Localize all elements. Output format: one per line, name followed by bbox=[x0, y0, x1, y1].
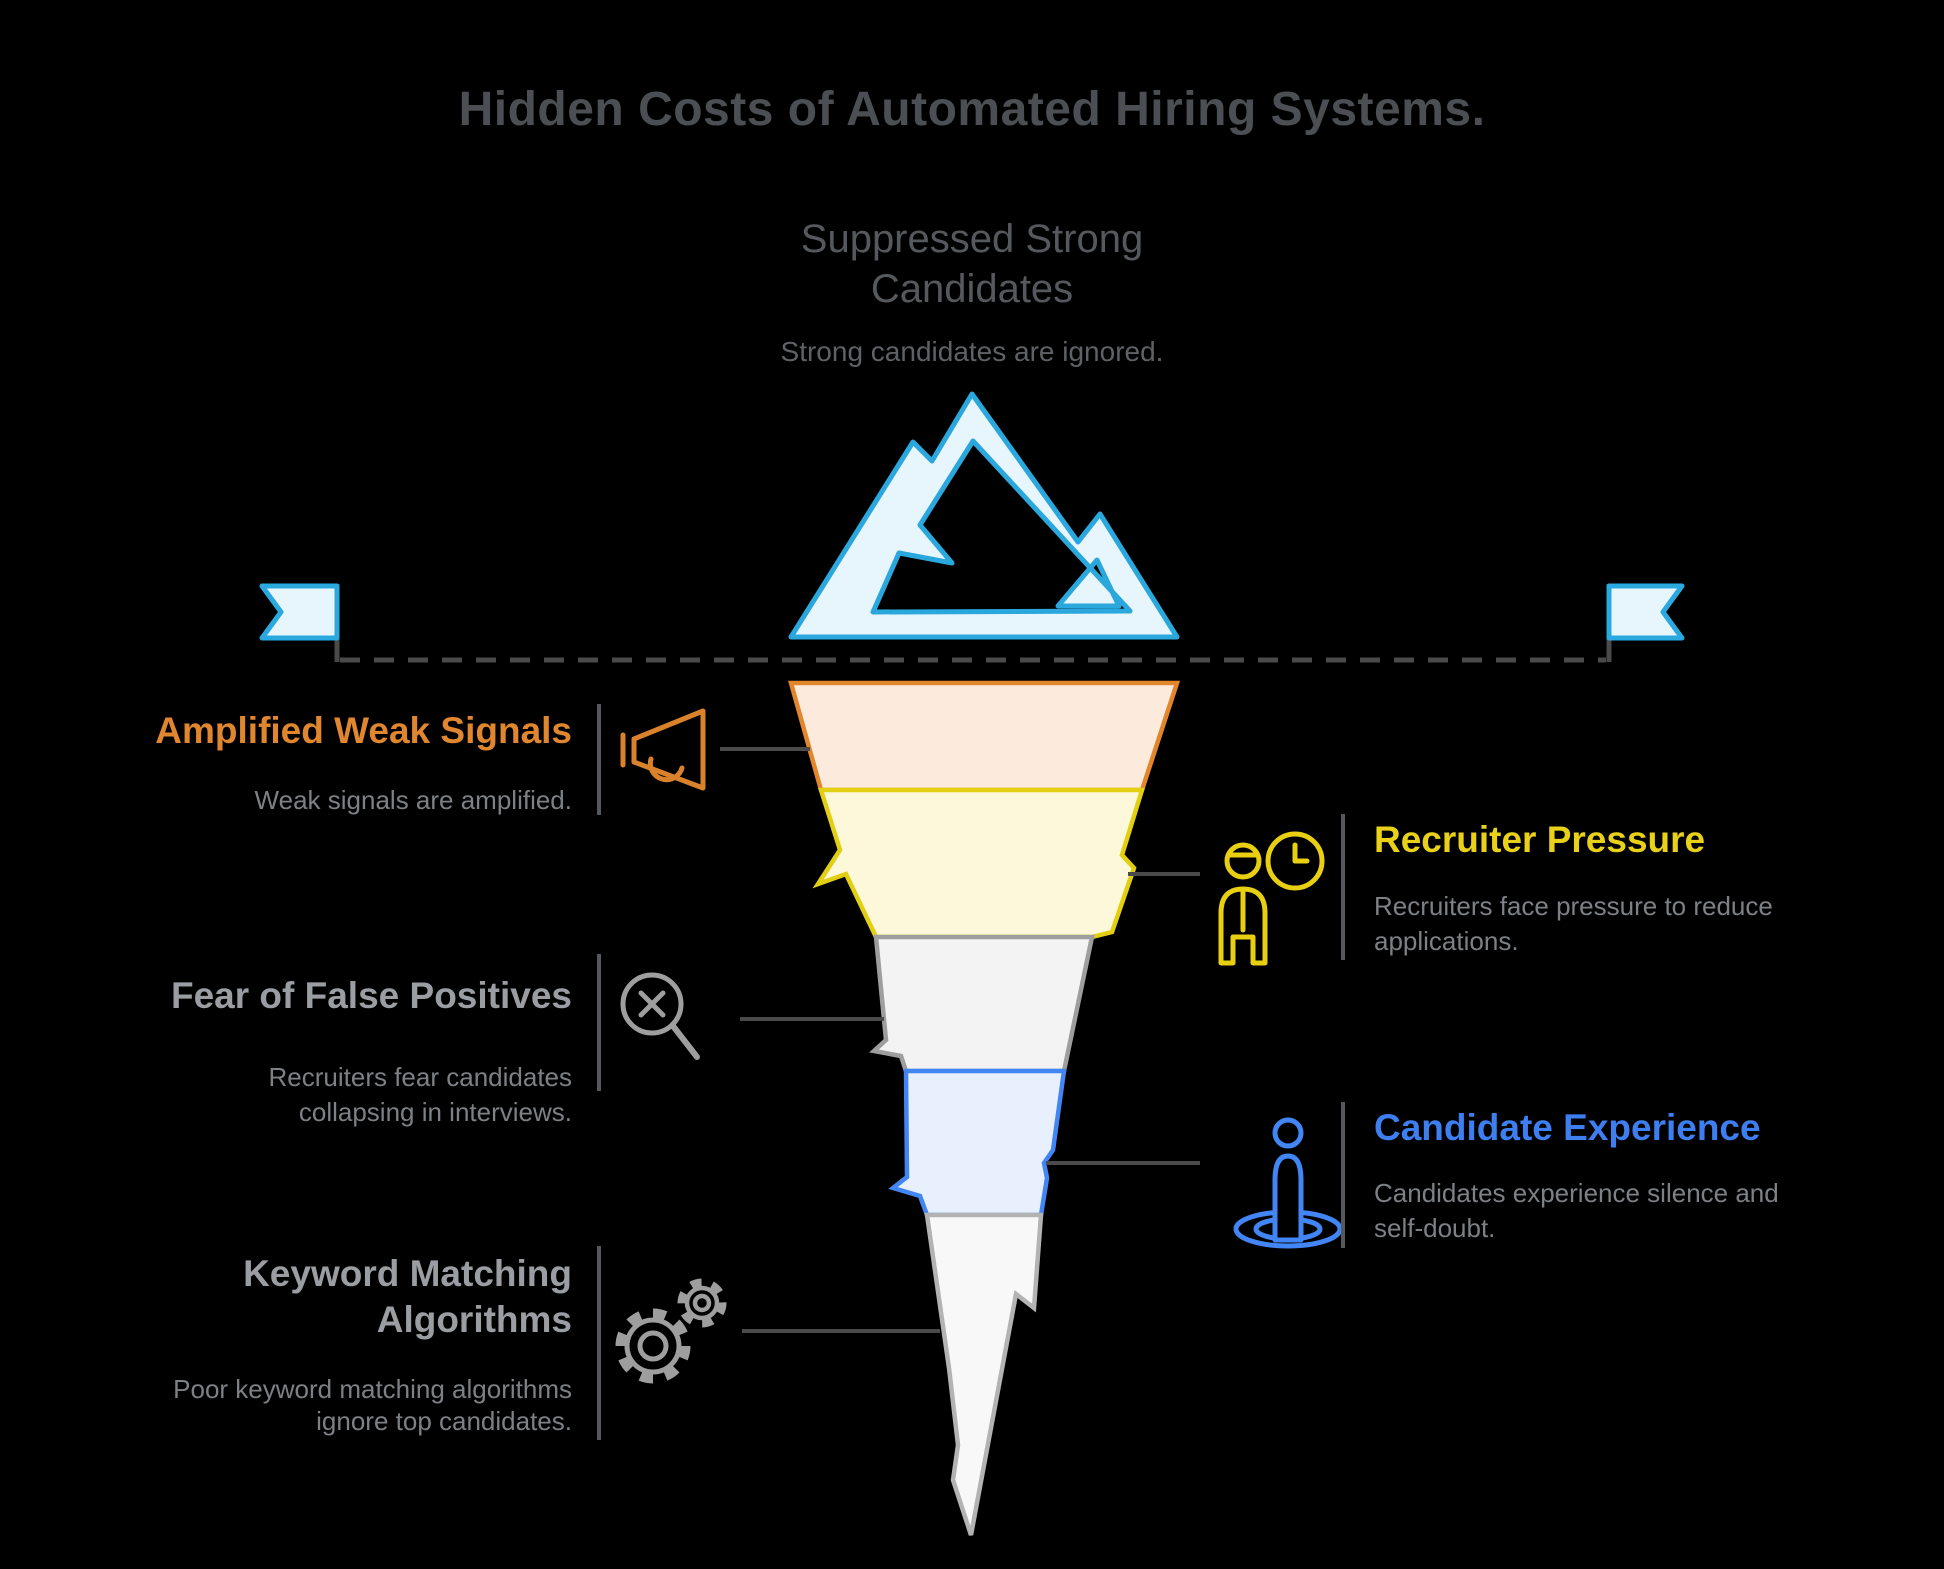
item-title: Candidate Experience bbox=[1374, 1107, 1761, 1148]
divider-fear-of-false-positives bbox=[597, 954, 601, 1091]
right-flag-icon bbox=[1606, 583, 1685, 641]
divider-keyword-matching bbox=[597, 1246, 601, 1440]
divider-candidate-experience bbox=[1341, 1102, 1345, 1248]
iceberg-heading-line-2: Candidates bbox=[870, 267, 1074, 311]
iceberg-subtitle: Strong candidates are ignored. bbox=[780, 336, 1164, 367]
funnel-band-candidate-experience bbox=[888, 1068, 1067, 1218]
item-title: Keyword Matching Algorithms bbox=[243, 1253, 572, 1340]
search-x-icon bbox=[620, 972, 700, 1060]
left-flag-icon bbox=[259, 583, 340, 641]
item-description: Recruiters fear candidates collapsing in… bbox=[268, 1062, 572, 1127]
item-description: Weak signals are amplified. bbox=[254, 785, 572, 815]
item-description: Candidates experience silence and self-d… bbox=[1374, 1178, 1779, 1243]
funnel-band-amplified-weak-signals bbox=[788, 680, 1181, 793]
gears-icon bbox=[615, 1278, 727, 1384]
iceberg-heading: Suppressed Strong Candidates bbox=[0, 214, 1944, 314]
funnel-band-fear-of-false-positives bbox=[869, 934, 1095, 1074]
divider-recruiter-pressure bbox=[1341, 814, 1345, 960]
item-fear-of-false-positives: Fear of False Positives Recruiters fear … bbox=[12, 974, 572, 1130]
item-title: Amplified Weak Signals bbox=[155, 710, 572, 751]
item-keyword-matching-algorithms: Keyword Matching Algorithms Poor keyword… bbox=[12, 1251, 572, 1437]
item-description: Recruiters face pressure to reduce appli… bbox=[1374, 891, 1773, 956]
person-target-icon bbox=[1233, 1117, 1343, 1249]
item-title: Fear of False Positives bbox=[170, 975, 572, 1016]
item-recruiter-pressure: Recruiter Pressure Recruiters face press… bbox=[1374, 820, 1934, 959]
item-title: Recruiter Pressure bbox=[1374, 819, 1706, 860]
page-title: Hidden Costs of Automated Hiring Systems… bbox=[458, 83, 1486, 136]
megaphone-icon bbox=[620, 708, 706, 791]
iceberg-heading-line-1: Suppressed Strong bbox=[800, 217, 1144, 261]
divider-amplified-weak-signals bbox=[597, 704, 601, 815]
funnel-band-recruiter-pressure bbox=[812, 787, 1146, 940]
item-amplified-weak-signals: Amplified Weak Signals Weak signals are … bbox=[12, 709, 572, 815]
funnel-band-keyword-matching bbox=[924, 1212, 1044, 1536]
item-candidate-experience: Candidate Experience Candidates experien… bbox=[1374, 1108, 1934, 1246]
mountain-icon bbox=[788, 391, 1180, 640]
item-description: Poor keyword matching algorithms ignore … bbox=[173, 1374, 572, 1436]
person-clock-icon bbox=[1218, 831, 1325, 966]
